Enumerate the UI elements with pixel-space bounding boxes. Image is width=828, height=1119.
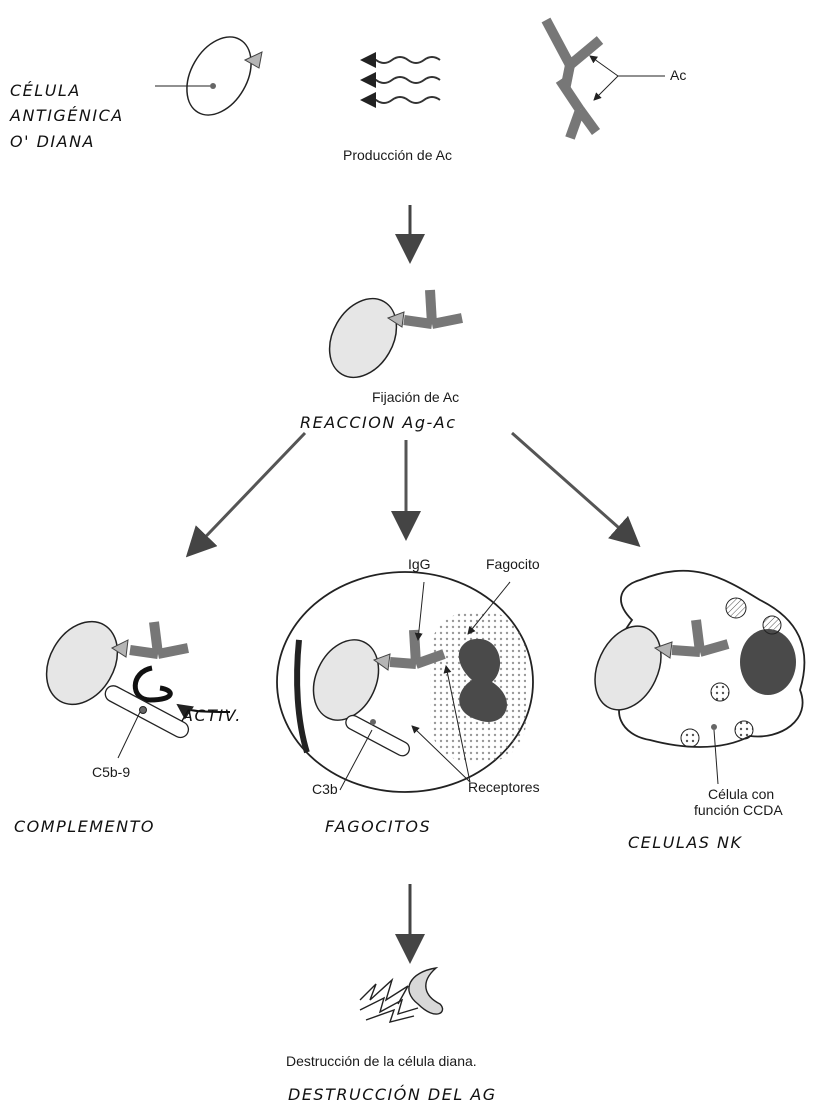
phagocytes-title: FAGOCITOS <box>325 817 431 836</box>
phagocyte-label: Fagocito <box>486 556 540 572</box>
svg-text:ANTIGÉNICA: ANTIGÉNICA <box>9 106 124 125</box>
phagocyte-diagram <box>277 572 533 792</box>
signal-waves <box>362 57 440 103</box>
nk-title: CELULAS NK <box>628 833 742 852</box>
complement-title: COMPLEMENTO <box>14 817 155 836</box>
receptors-label: Receptores <box>468 779 540 795</box>
nk-diagram <box>582 571 804 784</box>
svg-text:O' DIANA: O' DIANA <box>10 132 95 151</box>
result-handwritten: DESTRUCCIÓN DEL AG <box>288 1085 497 1104</box>
branch-arrows <box>190 433 636 553</box>
svg-text:CÉLULA: CÉLULA <box>10 81 81 100</box>
nk-cell-label-1: Célula con <box>708 786 774 802</box>
bound-complex <box>316 287 462 390</box>
antibody-top-1 <box>546 20 600 90</box>
activation-note: ACTIV. <box>181 706 242 725</box>
destroyed-cell <box>360 968 443 1022</box>
binding-handwritten: REACCION Ag-Ac <box>300 413 457 432</box>
target-cell-top <box>155 26 264 127</box>
result-caption: Destrucción de la célula diana. <box>286 1053 477 1069</box>
nk-cell-label-2: función CCDA <box>694 802 783 818</box>
antibody-pointer <box>590 56 665 100</box>
antibody-top-2 <box>560 80 596 138</box>
complement-diagram <box>32 609 230 758</box>
production-caption: Producción de Ac <box>343 147 452 163</box>
target-cell-label: CÉLULA ANTIGÉNICA O' DIANA <box>9 81 124 151</box>
c3b-label: C3b <box>312 781 338 797</box>
igg-label: IgG <box>408 556 431 572</box>
binding-caption: Fijación de Ac <box>372 389 459 405</box>
antibody-label: Ac <box>670 67 686 83</box>
c5b9-label: C5b-9 <box>92 764 130 780</box>
